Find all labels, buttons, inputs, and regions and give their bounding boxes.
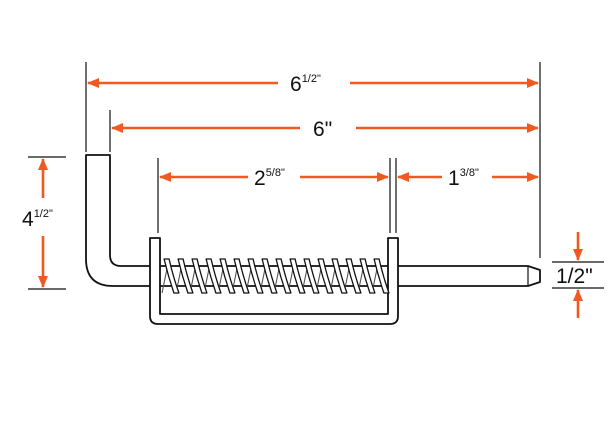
spring-coil — [261, 258, 278, 294]
spring-coil — [247, 258, 264, 294]
spring-bolt — [85, 154, 541, 325]
diameter-label: 1/2" — [556, 265, 593, 288]
spring-coil — [331, 258, 348, 294]
spring-coil — [233, 258, 250, 294]
spring-coil — [219, 258, 236, 294]
spring-coil — [373, 258, 390, 294]
spring-coil — [191, 258, 208, 294]
mounting-bracket — [149, 237, 399, 325]
bolt-handle-and-shaft — [85, 154, 541, 287]
spring-coil — [275, 258, 292, 294]
coil-spring — [161, 258, 390, 294]
end-length-label: 13/8" — [448, 167, 479, 190]
spring-coil — [303, 258, 320, 294]
spring-coil — [163, 258, 180, 294]
spring-coil — [289, 258, 306, 294]
spring-coil — [205, 258, 222, 294]
spring-length-label: 25/8" — [254, 167, 285, 190]
spring-coil — [359, 258, 376, 294]
spring-coil — [177, 258, 194, 294]
spring-coil — [345, 258, 362, 294]
dimension-arrows — [38, 78, 583, 318]
height-label: 41/2" — [22, 208, 53, 231]
spring-coil — [317, 258, 334, 294]
extension-lines — [28, 62, 604, 290]
pin-length-label: 6" — [313, 118, 332, 141]
overall-length-label: 61/2" — [290, 73, 321, 96]
